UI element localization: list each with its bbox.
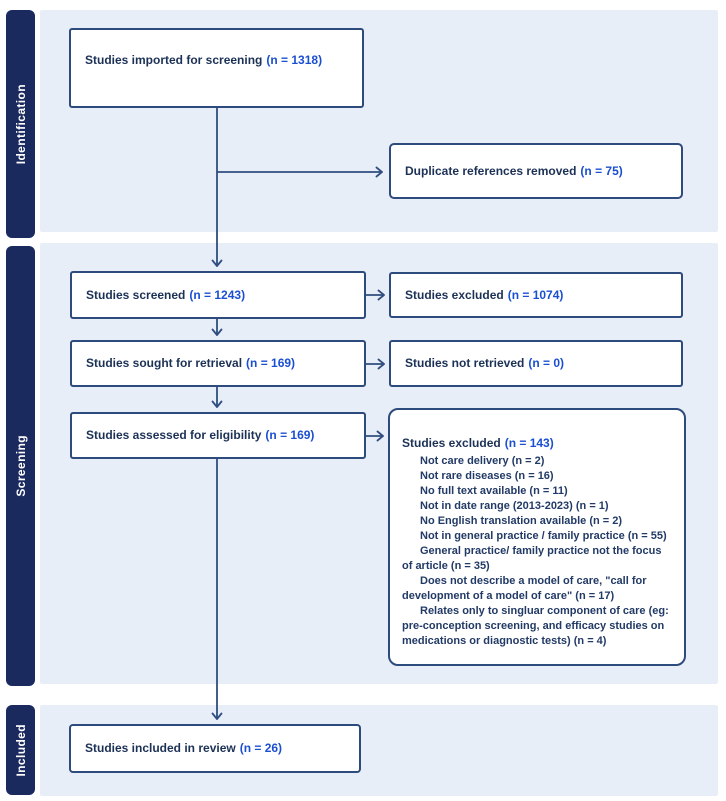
box-count: (n = 169) xyxy=(265,428,315,442)
box-text: Studies imported for screening(n = 1318) xyxy=(85,53,322,68)
included-label-text: Included xyxy=(13,723,28,777)
exclusion-reason: Relates only to singluar component of ca… xyxy=(402,605,669,647)
box-text: Studies excluded(n = 1074) xyxy=(405,288,563,303)
box-text: Studies assessed for eligibility(n = 169… xyxy=(86,428,314,443)
exclusion-reason: Not rare diseases (n = 16) xyxy=(420,470,554,482)
exclusion-header: Studies excluded(n = 143) xyxy=(402,436,672,451)
screening-label-text: Screening xyxy=(13,435,28,497)
box-label: Studies sought for retrieval xyxy=(86,356,243,370)
box-text: Studies screened(n = 1243) xyxy=(86,288,245,303)
box-count: (n = 1318) xyxy=(266,53,323,67)
box-studies-imported: Studies imported for screening(n = 1318) xyxy=(69,28,364,108)
box-label: Studies not retrieved xyxy=(405,356,525,370)
box-studies-not-retrieved: Studies not retrieved(n = 0) xyxy=(389,340,683,387)
box-duplicates-removed: Duplicate references removed(n = 75) xyxy=(389,143,683,199)
box-count: (n = 75) xyxy=(580,163,623,178)
box-text: Duplicate references removed(n = 75) xyxy=(405,164,623,179)
box-label: Studies imported for screening xyxy=(85,53,263,67)
screening-section-label: Screening xyxy=(6,246,35,686)
box-label: Studies excluded xyxy=(402,436,501,450)
exclusion-reason: Not in date range (2013-2023) (n = 1) xyxy=(420,500,609,512)
exclusion-reason: No English translation available (n = 2) xyxy=(420,515,623,527)
box-text: Studies included in review(n = 26) xyxy=(85,741,282,756)
exclusion-reason-list: Not care delivery (n = 2) Not rare diseas… xyxy=(402,454,672,649)
exclusion-reason: Does not describe a model of care, "call… xyxy=(402,575,647,602)
box-count: (n = 1243) xyxy=(189,287,246,302)
box-studies-excluded-screening: Studies excluded(n = 1074) xyxy=(389,272,683,318)
box-count: (n = 143) xyxy=(504,436,554,450)
box-count: (n = 26) xyxy=(239,741,283,755)
box-text: Studies sought for retrieval(n = 169) xyxy=(86,356,295,371)
exclusion-reason: General practice/ family practice not th… xyxy=(402,545,662,572)
box-count: (n = 1074) xyxy=(507,287,564,302)
box-label: Studies assessed for eligibility xyxy=(86,428,262,442)
identification-label-text: Identification xyxy=(13,83,28,165)
exclusion-reason: No full text available (n = 11) xyxy=(420,485,568,497)
box-label: Studies included in review xyxy=(85,741,236,755)
box-studies-included: Studies included in review(n = 26) xyxy=(69,724,361,773)
box-studies-assessed-eligibility: Studies assessed for eligibility(n = 169… xyxy=(70,412,366,459)
box-count: (n = 169) xyxy=(246,356,296,370)
box-label: Duplicate references removed xyxy=(405,163,577,178)
exclusion-reason: Not in general practice / family practic… xyxy=(420,530,667,542)
box-studies-sought-retrieval: Studies sought for retrieval(n = 169) xyxy=(70,340,366,387)
included-section-label: Included xyxy=(6,705,35,795)
box-label: Studies screened xyxy=(86,287,186,302)
identification-section-label: Identification xyxy=(6,10,35,238)
box-studies-screened: Studies screened(n = 1243) xyxy=(70,271,366,319)
box-studies-excluded-eligibility: Studies excluded(n = 143) Not care deliv… xyxy=(388,408,686,666)
box-count: (n = 0) xyxy=(528,356,565,370)
box-text: Studies not retrieved(n = 0) xyxy=(405,356,564,371)
exclusion-reason: Not care delivery (n = 2) xyxy=(420,455,545,467)
box-label: Studies excluded xyxy=(405,287,504,302)
